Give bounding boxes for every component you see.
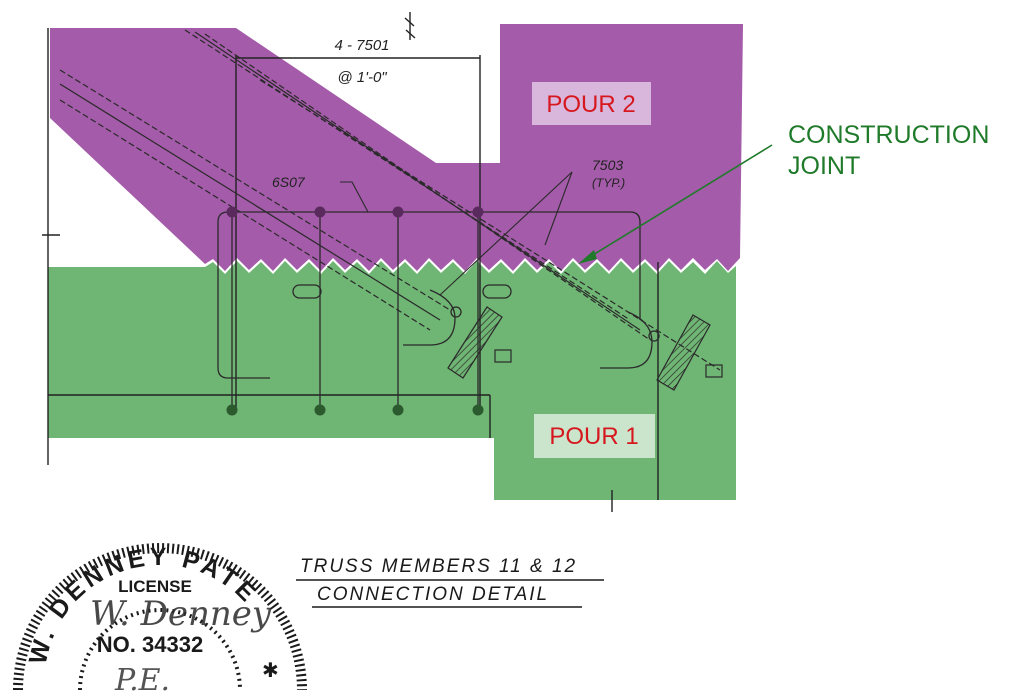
hatched-member-left <box>447 306 503 379</box>
bars-count-callout: 4 - 7501 <box>334 37 389 54</box>
diagonal-bar-6 <box>204 33 651 341</box>
detail-title-line2: CONNECTION DETAIL <box>317 584 549 605</box>
leader-7503-b <box>439 171 573 296</box>
bar-dot <box>314 404 326 416</box>
hook-note-callout: (TYP.) <box>592 176 625 190</box>
bars-spacing-callout: @ 1'-0" <box>337 69 387 86</box>
stirrup-mark-callout: 6S07 <box>272 174 306 190</box>
longitudinal-bars-top <box>226 206 484 218</box>
seal-signature: W. Denney <box>90 594 272 634</box>
pour-1-label: POUR 1 <box>549 423 638 450</box>
bar-dot <box>392 206 404 218</box>
hook-bars <box>403 289 660 369</box>
hatched-member-right <box>656 314 711 391</box>
anchor-plate-right <box>705 364 723 378</box>
engineer-seal: W. DENNEY PATE LICENSE NO. 34332 W. Denn… <box>13 543 307 697</box>
hook-bar-right <box>600 311 653 369</box>
joint-arrowhead <box>578 250 597 264</box>
break-symbol-top <box>404 17 416 39</box>
pour-1-region[interactable] <box>48 261 736 500</box>
pour-2-label: POUR 2 <box>546 91 635 118</box>
bar-dot <box>314 206 326 218</box>
seal-signature-initials: P.E. <box>114 663 170 697</box>
bar-dot <box>392 404 404 416</box>
diagonal-bar-5 <box>194 31 641 331</box>
hatched-members <box>447 306 723 391</box>
outline-linework <box>42 12 659 512</box>
hook-bar-left <box>403 289 456 346</box>
diagonal-bar-1 <box>59 69 451 311</box>
construction-joint-label-line2: JOINT <box>788 152 860 180</box>
seal-star-icon: ✱ <box>262 660 279 682</box>
stirrup-cage <box>217 211 641 410</box>
hook-mark-callout: 7503 <box>592 157 623 173</box>
construction-joint-label-line1: CONSTRUCTION <box>788 121 989 149</box>
construction-joint-arrow <box>578 144 773 264</box>
slot-right <box>482 284 512 299</box>
bar-dot <box>226 404 238 416</box>
bar-dot <box>226 206 238 218</box>
pour-1-label-bg <box>534 414 655 458</box>
diagonal-bar-2 <box>59 83 441 321</box>
leader-6s07 <box>340 181 369 213</box>
bar-dot <box>472 206 484 218</box>
anchor-plate-left <box>494 349 512 363</box>
slotted-holes <box>292 284 512 299</box>
hook-end-left <box>450 306 462 318</box>
seal-license-label: LICENSE <box>118 577 192 596</box>
diagonal-bar-3 <box>59 99 431 331</box>
detail-title-line1: TRUSS MEMBERS 11 & 12 <box>300 556 577 577</box>
diagonal-rebar <box>59 29 721 371</box>
bar-dot <box>472 404 484 416</box>
leader-lines <box>340 171 573 296</box>
joint-leader-line <box>587 144 773 259</box>
pour-2-region[interactable] <box>50 24 743 271</box>
slot-left <box>292 284 322 299</box>
seal-license-number: NO. 34332 <box>97 632 203 657</box>
longitudinal-bars-bottom <box>226 404 484 416</box>
pour-2-label-bg <box>532 82 651 125</box>
seal-inner-ring <box>78 608 242 691</box>
leader-7503-a <box>544 171 573 246</box>
stirrup-outline <box>217 211 641 379</box>
hook-end-right <box>648 330 660 342</box>
